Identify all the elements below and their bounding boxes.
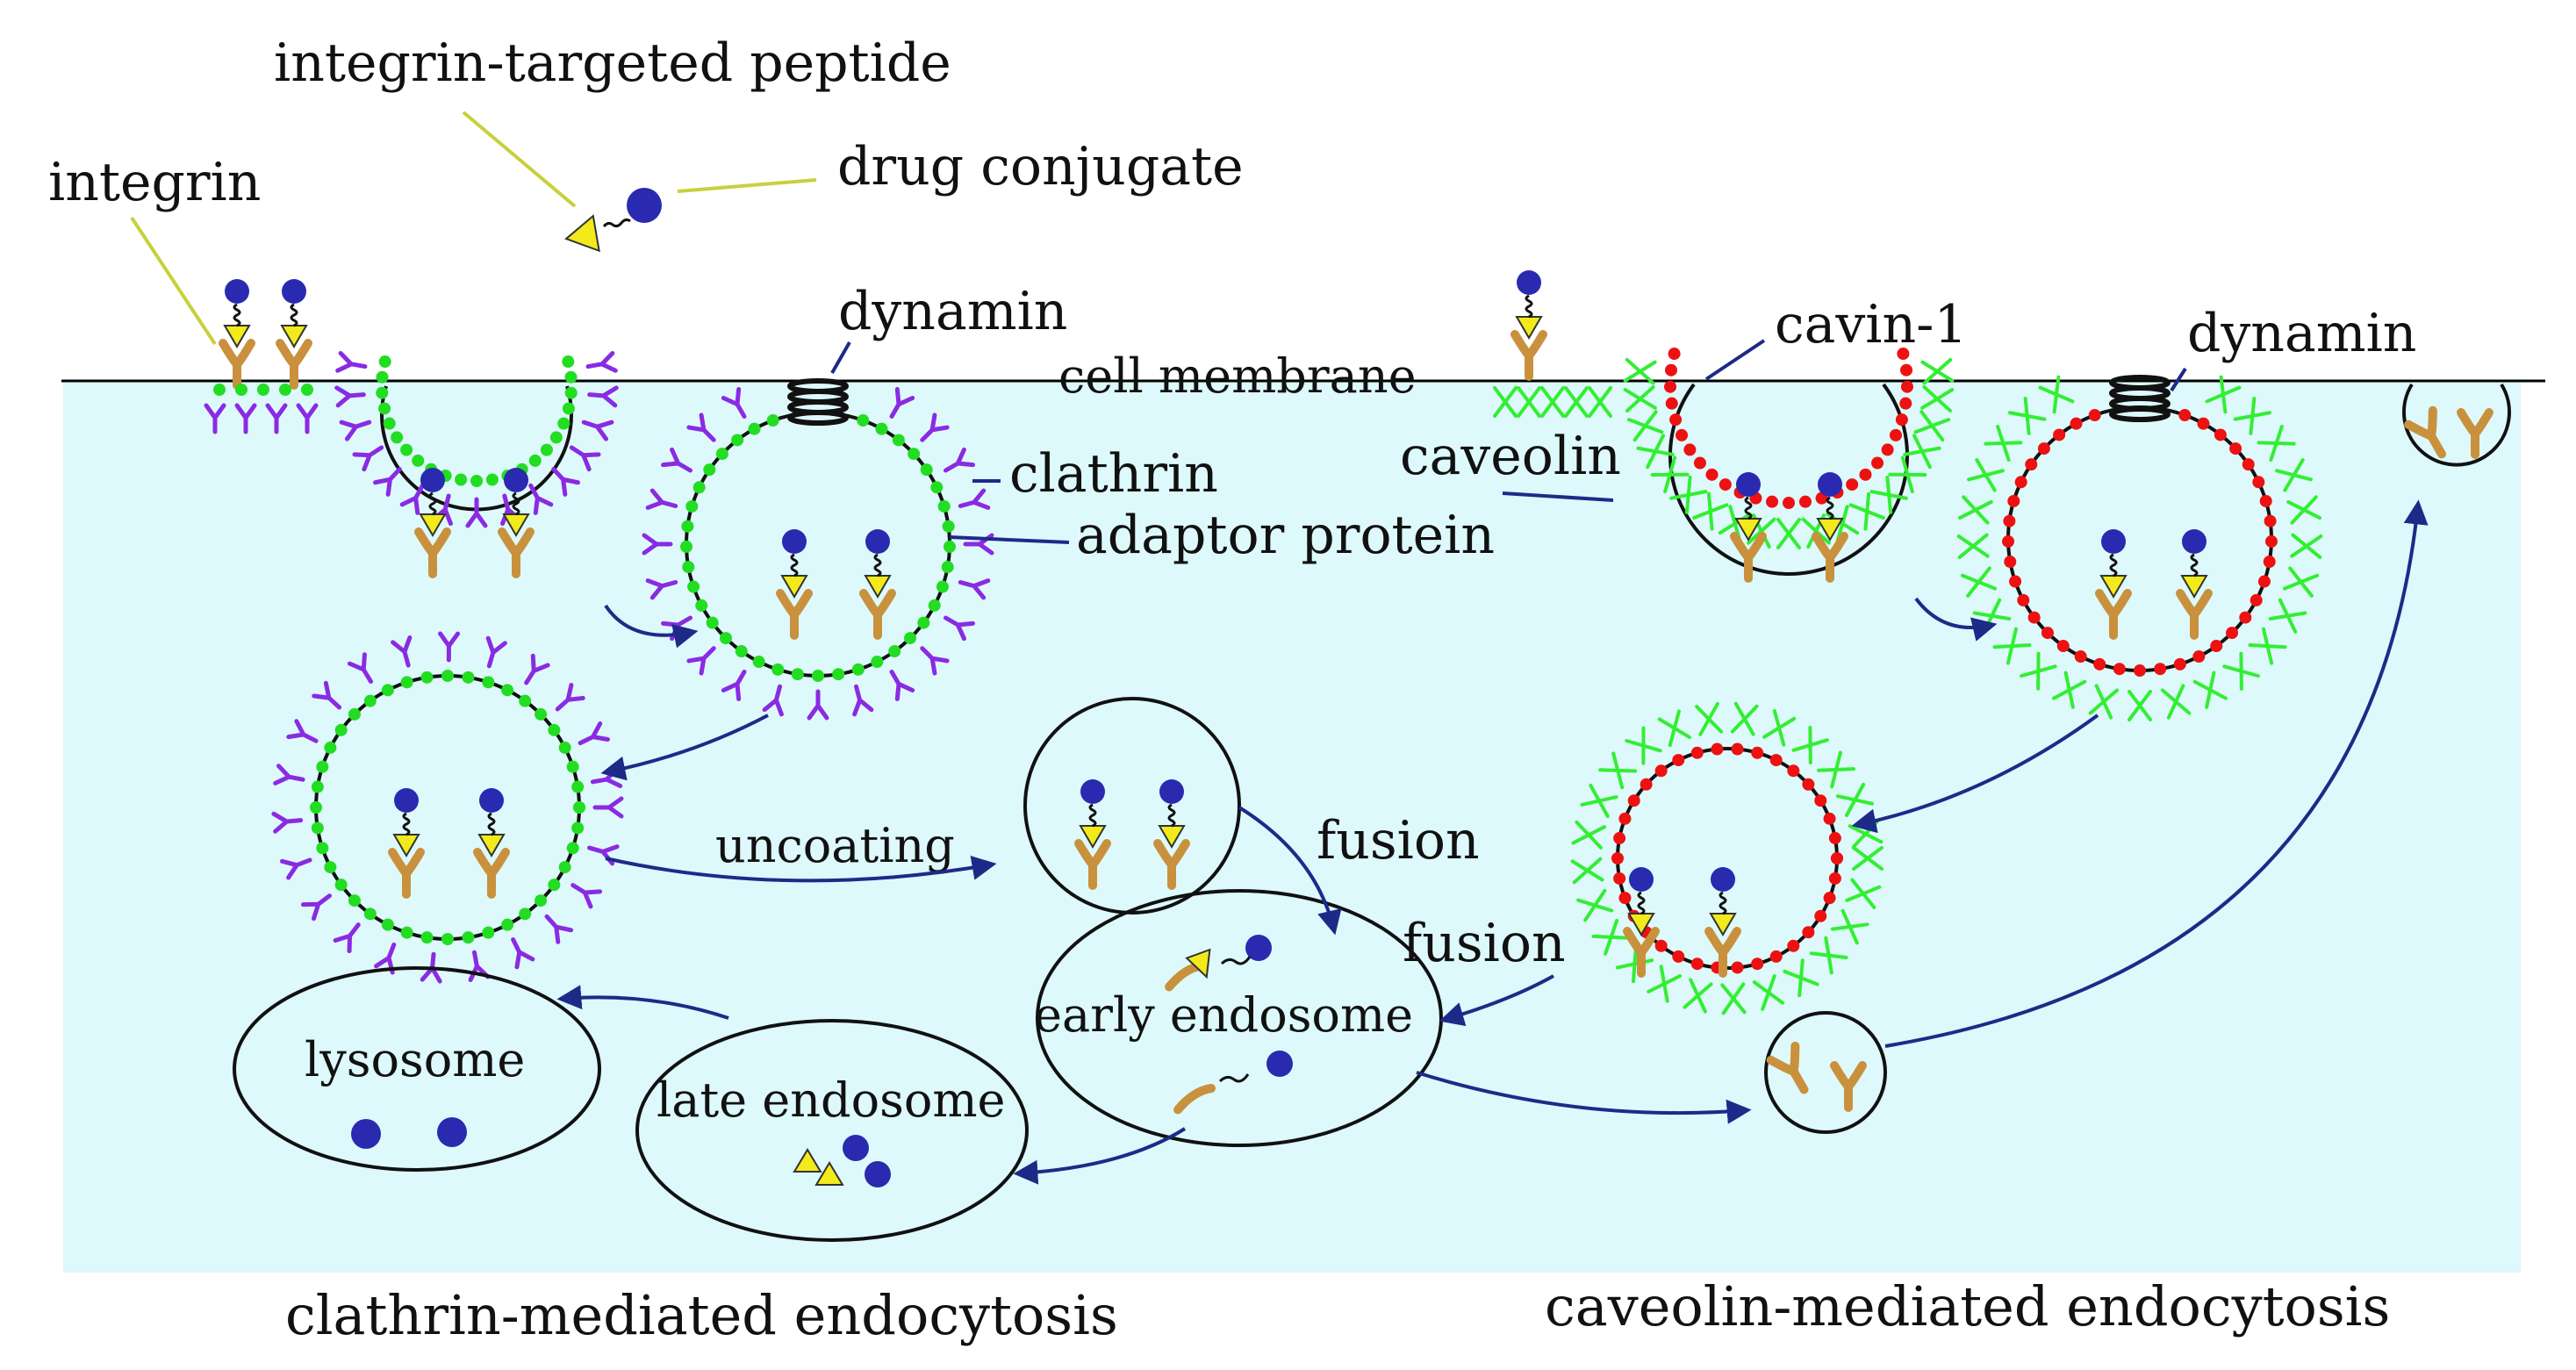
adaptor-protein-label: adaptor protein: [1076, 505, 1495, 566]
late-endosome: [635, 1019, 1029, 1242]
arrow-pit-to-vesicle: [604, 604, 699, 649]
arrow-fusion-to-early: [1439, 974, 1554, 1027]
adaptor-leader: [949, 535, 1070, 544]
dynamin-coil-1: [787, 378, 849, 426]
caveolar-vesicle-budding: [1956, 375, 2323, 721]
pathway-arrows: [556, 499, 2429, 1185]
clathrin-label: clathrin: [1009, 443, 1218, 505]
late-endosome-label: late endosome: [657, 1072, 1006, 1128]
early-endosome-label: early endosome: [1034, 987, 1413, 1043]
arrow-recycle-to-membrane: [1884, 499, 2429, 1048]
cavin-leader: [1704, 339, 1766, 381]
caveolin-leader: [1502, 491, 1614, 502]
clathrin-vesicle-budding: [644, 378, 992, 718]
caveolae-pit: [1623, 348, 1955, 578]
caveolin-label: caveolin: [1400, 426, 1621, 487]
integrin-label: integrin: [48, 152, 261, 213]
clathrin-vesicle-free: [274, 634, 621, 981]
arrow-uncoating: [605, 856, 997, 883]
drug-leader-line: [677, 178, 817, 193]
dynamin-label-2: dynamin: [2187, 303, 2416, 364]
arrow-cav-vesicle-down: [1851, 714, 2099, 834]
receptor-complex-2: [280, 279, 308, 385]
arrow-early-to-late: [1013, 1127, 1187, 1185]
uncoating-label: uncoating: [715, 818, 955, 873]
dynamin-leader-2: [2170, 367, 2187, 392]
arrow-vesicle-to-detached: [600, 714, 769, 781]
uncoated-vesicle: [1023, 697, 1241, 915]
integrin-leader-line: [130, 216, 217, 346]
receptor-complex-caveolin-surface: [1515, 270, 1543, 377]
arrow-late-to-lysosome: [556, 985, 729, 1020]
arrow-to-early-endosome: [1238, 806, 1342, 936]
caption-caveolin: caveolin-mediated endocytosis: [1545, 1274, 2390, 1338]
integrin-targeted-peptide-label: integrin-targeted peptide: [274, 32, 951, 94]
free-drug-conjugate: [564, 188, 662, 253]
lysosome: [233, 966, 601, 1172]
dynamin-label-1: dynamin: [838, 281, 1067, 342]
caveolar-vesicle-free: [1570, 701, 1884, 1015]
recycling-vesicle-surface: [2402, 383, 2511, 467]
fusion-label-2: fusion: [1403, 913, 1566, 974]
dynamin-coil-2: [2109, 375, 2171, 422]
recycling-vesicle: [1764, 1011, 1887, 1134]
cavin-label: cavin-1: [1775, 294, 1968, 355]
clathrin-coated-pit: [337, 354, 617, 574]
cell-membrane-label: cell membrane: [1058, 348, 1417, 404]
fusion-label-1: fusion: [1317, 810, 1480, 871]
drug-conjugate-label: drug conjugate: [837, 136, 1244, 197]
arrow-caveolae-to-vesicle: [1914, 597, 1998, 642]
caption-clathrin: clathrin-mediated endocytosis: [285, 1283, 1118, 1347]
lysosome-label: lysosome: [305, 1032, 525, 1087]
peptide-leader-line: [462, 111, 577, 208]
adaptor-row-left: [213, 384, 313, 396]
dynamin-leader-1: [830, 341, 851, 374]
receptor-complex-1: [223, 279, 251, 385]
arrow-early-to-recycling: [1416, 1071, 1752, 1124]
